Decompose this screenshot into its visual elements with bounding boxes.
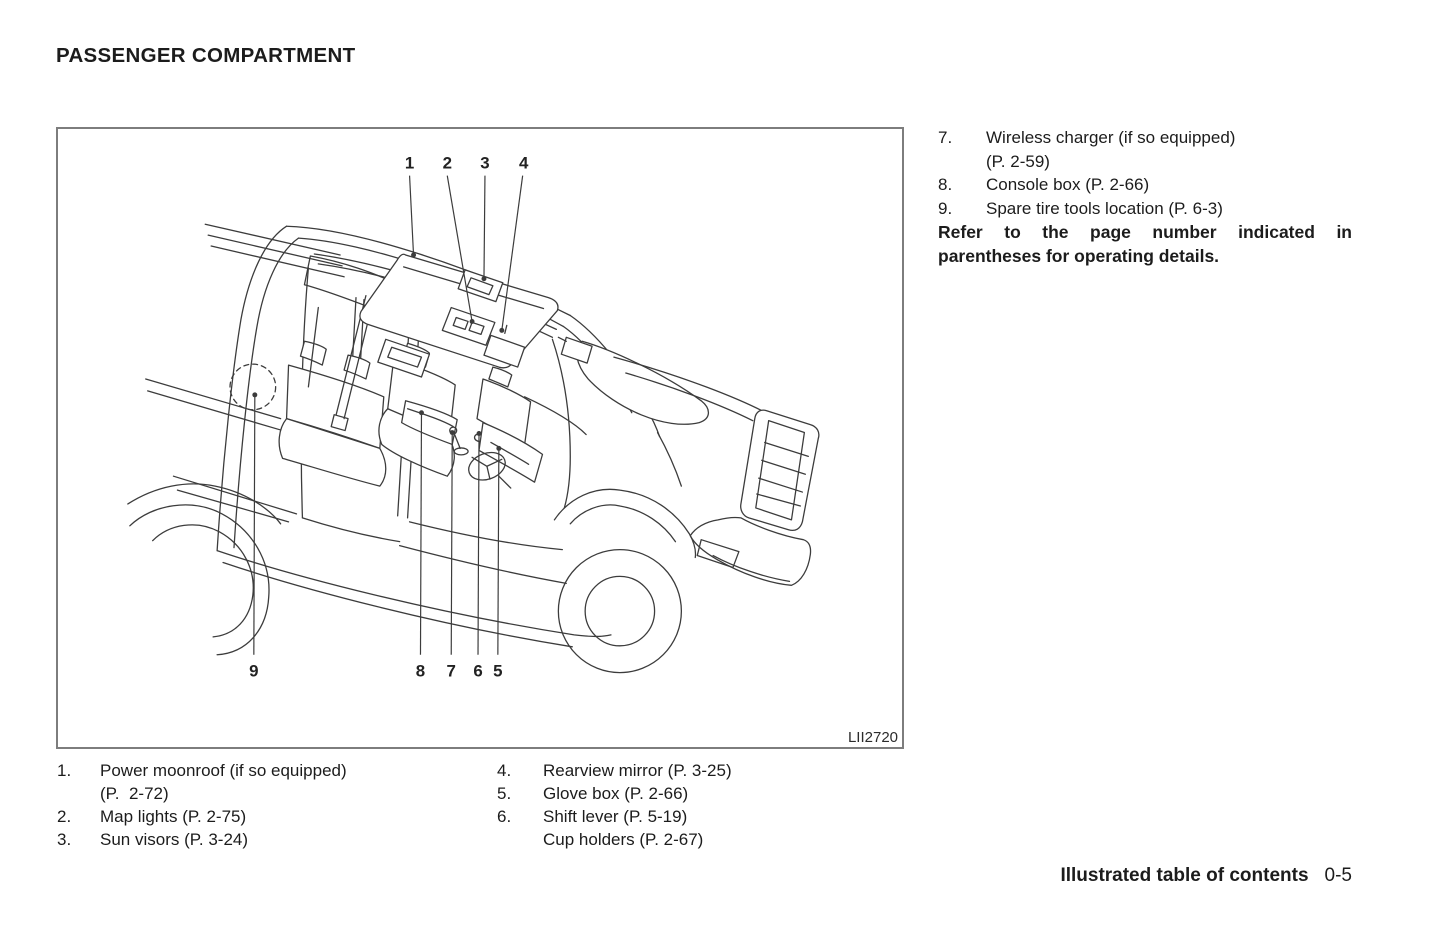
callout-labels: 1 2 3 4 9 8 7 6 5 [249,154,529,681]
footer-section-title: Illustrated table of contents [1060,865,1309,886]
item-text: Power moonroof (if so equipped) [100,761,347,780]
callout-8: 8 [416,662,425,681]
callout-2: 2 [443,154,452,173]
vehicle-figure: 1 2 3 4 9 8 7 6 5 LII2720 [56,127,904,749]
callout-4: 4 [519,154,529,173]
item-number: 3. [57,830,72,849]
footer-page-number: 0-5 [1324,865,1352,886]
list-item-5: 5. Glove box (P. 2-66) [497,782,917,805]
list-item-7: 7. Wireless charger (if so equipped) (P.… [938,126,1352,173]
bottom-left-item-list: 1. Power moonroof (if so equipped) (P. 2… [57,759,489,851]
item-text: Shift lever (P. 5-19) [543,807,688,826]
item-text: Console box (P. 2-66) [986,175,1150,194]
truck-line-art [127,223,820,674]
callout-5: 5 [493,662,502,681]
list-item-1: 1. Power moonroof (if so equipped) (P. 2… [57,759,489,805]
callout-leader-lines [252,175,524,655]
callout-6: 6 [473,662,482,681]
callout-1: 1 [405,154,414,173]
list-item-8: 8. Console box (P. 2-66) [938,173,1352,197]
item-page-ref: (P. 2-72) [100,784,169,803]
item-text: Rearview mirror (P. 3-25) [543,761,732,780]
item-number: 2. [57,807,72,826]
right-item-list: 7. Wireless charger (if so equipped) (P.… [938,126,1352,268]
item-text: Sun visors (P. 3-24) [100,830,249,849]
item-number: 5. [497,784,512,803]
item-number: 7. [938,128,953,147]
item-text: Spare tire tools location (P. 6-3) [986,198,1223,218]
list-item-4: 4. Rearview mirror (P. 3-25) [497,759,917,782]
item-text-continued: Cup holders (P. 2-67) [543,830,704,849]
callout-7: 7 [447,662,456,681]
item-number: 6. [497,807,512,826]
callout-9: 9 [249,662,258,681]
item-text: Wireless charger (if so equipped) [986,128,1236,147]
figure-code: LII2720 [847,729,898,746]
item-number: 9. [938,198,953,218]
item-number: 1. [57,761,72,780]
item-number: 4. [497,761,512,780]
reference-note: Refer to the page number indicated in pa… [938,222,1352,266]
item-number: 8. [938,175,953,194]
item-page-ref: (P. 2-59) [986,151,1050,171]
list-item-2: 2. Map lights (P. 2-75) [57,805,489,828]
item-text: Map lights (P. 2-75) [100,807,247,826]
page-title: PASSENGER COMPARTMENT [56,44,356,67]
list-item-6: 6. Shift lever (P. 5-19) Cup holders (P.… [497,805,917,851]
bottom-middle-item-list: 4. Rearview mirror (P. 3-25) 5. Glove bo… [497,759,917,851]
callout-3: 3 [480,154,489,173]
list-item-9: 9. Spare tire tools location (P. 6-3) [938,197,1352,221]
item-text: Glove box (P. 2-66) [543,784,689,803]
vehicle-diagram: 1 2 3 4 9 8 7 6 5 [127,154,820,681]
page-footer: Illustrated table of contents 0-5 [900,865,1352,887]
list-item-3: 3. Sun visors (P. 3-24) [57,828,489,851]
